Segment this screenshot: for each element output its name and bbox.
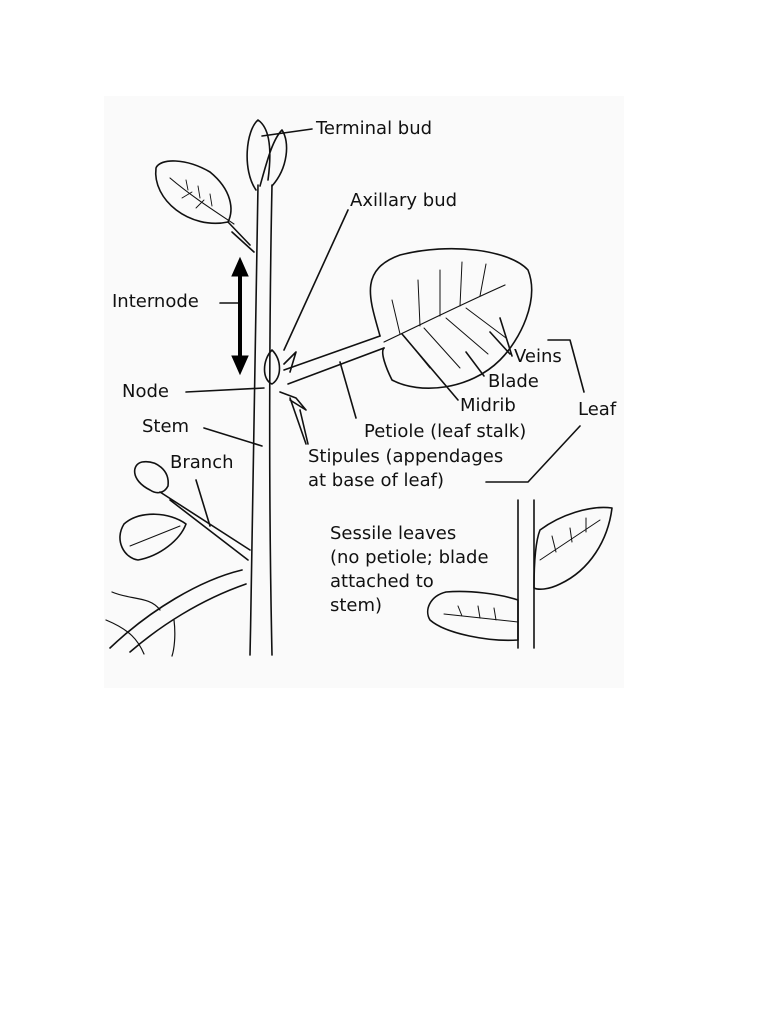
- axillary-bud-leader: [283, 209, 349, 351]
- node-leader: [185, 387, 265, 393]
- blade-leader: [465, 351, 485, 377]
- branch-leader: [195, 479, 211, 527]
- label-petiole: Petiole (leaf stalk): [364, 421, 527, 442]
- stipules-leader: [289, 397, 309, 445]
- label-veins: Veins: [514, 346, 562, 367]
- midrib-leader: [401, 333, 459, 401]
- branch-leaf: [119, 513, 187, 561]
- main-leaf-midrib: [383, 284, 506, 343]
- leader-lines: [185, 128, 585, 527]
- stem-leader: [203, 427, 263, 447]
- main-leaf-blade: [369, 247, 533, 389]
- label-stipules-line1: Stipules (appendages: [308, 446, 504, 467]
- label-midrib: Midrib: [460, 395, 516, 416]
- upper-left-midrib: [169, 177, 235, 225]
- terminal-bud: [246, 119, 288, 191]
- label-sessile-leaves: Sessile leaves (no petiole; blade attach…: [330, 523, 489, 616]
- label-terminal-bud: Terminal bud: [316, 118, 433, 139]
- label-axillary-bud: Axillary bud: [350, 190, 458, 211]
- branch: [159, 491, 251, 561]
- terminal-bud-leader: [261, 128, 313, 137]
- label-stipules-line2: at base of leaf): [308, 470, 444, 491]
- internode-arrow: [231, 256, 249, 376]
- sessile-leaf-right: [533, 506, 613, 590]
- label-blade: Blade: [488, 371, 539, 392]
- label-leaf: Leaf: [578, 399, 617, 420]
- veins-leader: [489, 317, 513, 357]
- upper-left-leaf: [155, 160, 232, 225]
- petiole-leader: [339, 361, 357, 419]
- label-stem: Stem: [142, 416, 190, 437]
- branch-bud: [133, 461, 169, 494]
- main-stem: [249, 184, 273, 656]
- main-petiole: [283, 335, 385, 385]
- lower-branch: [109, 569, 247, 653]
- leaf-bracket: [547, 339, 585, 393]
- leaf-lower-leader: [485, 425, 581, 483]
- label-branch: Branch: [170, 452, 234, 473]
- upper-left-petiole: [227, 221, 255, 253]
- label-internode: Internode: [112, 291, 199, 312]
- label-node: Node: [122, 381, 169, 402]
- sessile-leaf-left: [426, 590, 519, 642]
- axillary-bud: [263, 349, 281, 385]
- stipules: [279, 351, 307, 411]
